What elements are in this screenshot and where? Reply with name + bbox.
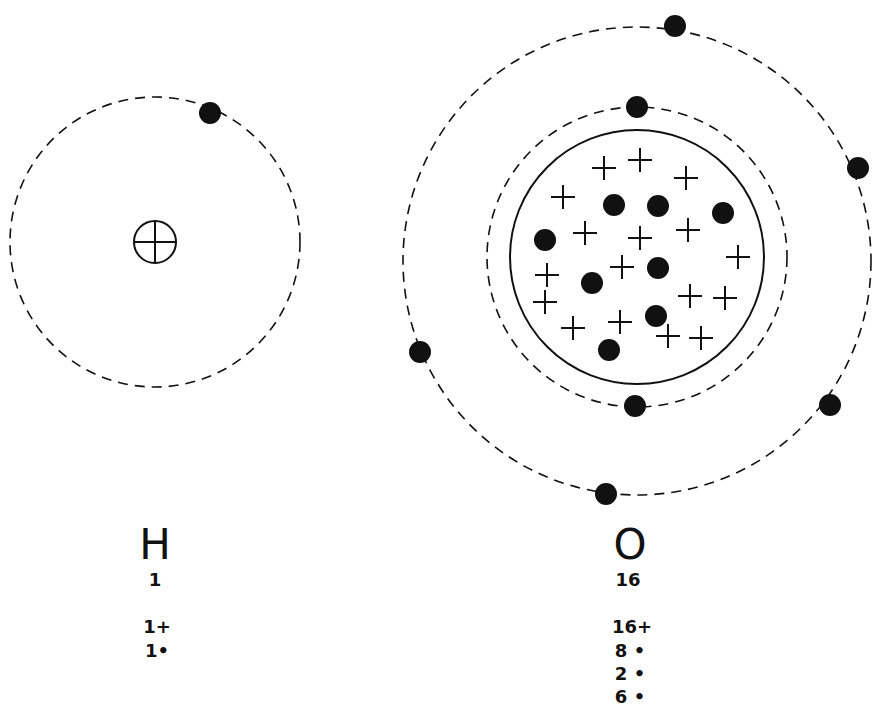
electron [664,15,686,37]
element-symbol: O [613,524,646,566]
electron [534,229,556,251]
proton-count: 16+ [612,618,652,636]
electron-count: 6 • [615,688,645,706]
outer-orbit-ring [403,27,871,495]
electron-count: 1• [145,642,169,660]
electron [647,257,669,279]
atomic-weight: 1 [149,571,162,589]
electron [199,102,221,124]
nucleus [510,130,764,384]
proton-plus [134,221,176,263]
electron [712,202,734,224]
electron-count: 2 • [615,665,645,683]
proton-plus [533,148,750,350]
electron [626,96,648,118]
electron-dots [199,15,869,505]
proton-count: 1+ [143,618,171,636]
electron-count: 8 • [615,642,645,660]
inner-orbit-ring [487,107,787,407]
element-symbol: H [139,524,171,566]
nucleus [134,221,176,263]
atomic-weight: 16 [615,571,640,589]
electron [647,195,669,217]
electron [645,305,667,327]
electron [581,272,603,294]
electron [409,341,431,363]
orbit-ring [10,97,300,387]
electron [819,394,841,416]
electron [595,483,617,505]
electron [624,395,646,417]
electron [847,157,869,179]
electron [603,194,625,216]
electron [598,339,620,361]
